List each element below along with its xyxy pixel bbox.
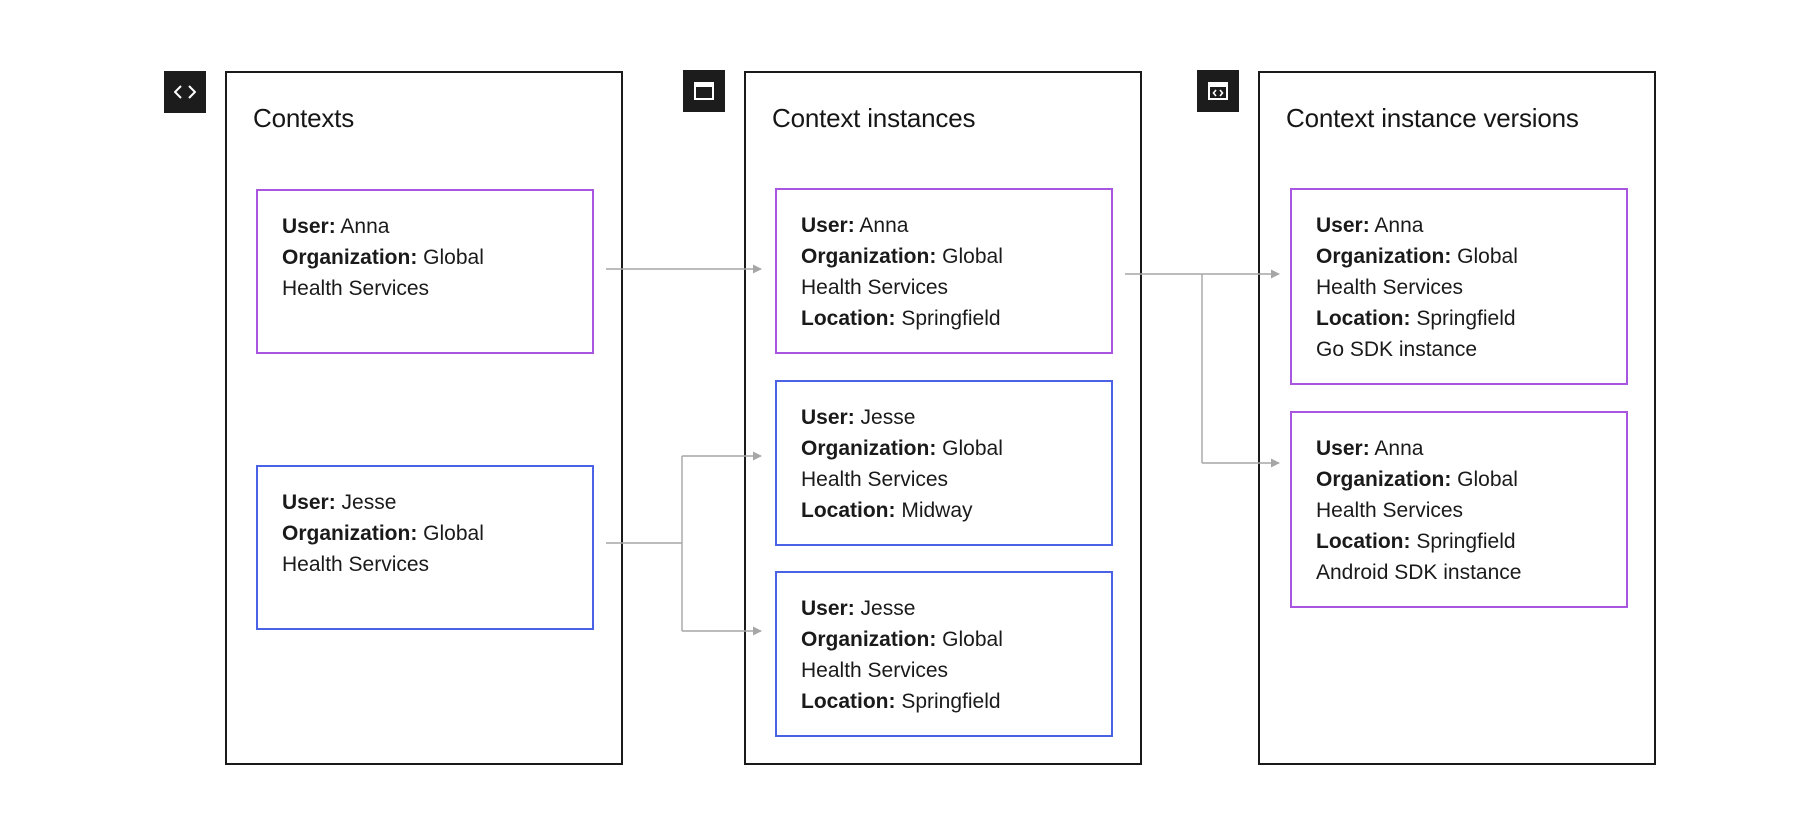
card-line: User: Jesse <box>282 487 568 518</box>
field-value: Health Services <box>801 468 949 491</box>
field-key: Organization: <box>1316 468 1452 491</box>
field-value: Anna <box>854 214 909 237</box>
card-line: Organization: Global <box>282 242 568 273</box>
field-value: Springfield <box>1410 307 1516 330</box>
field-value: Health Services <box>282 553 430 576</box>
card-line: User: Anna <box>1316 433 1602 464</box>
field-key: User: <box>801 597 855 620</box>
field-key: Organization: <box>282 522 418 545</box>
card-line: Organization: Global <box>801 433 1087 464</box>
card-line: Health Services <box>801 655 1087 686</box>
field-key: User: <box>282 215 336 238</box>
field-value: Jesse <box>854 406 916 429</box>
field-key: User: <box>801 406 855 429</box>
field-value: Global <box>1451 245 1518 268</box>
card-line: Health Services <box>1316 495 1602 526</box>
field-value: Springfield <box>1410 530 1516 553</box>
card-line: Health Services <box>801 272 1087 303</box>
window-icon <box>683 70 725 112</box>
field-key: Location: <box>801 690 896 713</box>
card-line: Health Services <box>282 549 568 580</box>
card-line: Location: Springfield <box>801 303 1087 334</box>
card-line: Location: Springfield <box>1316 303 1602 334</box>
card-line: Health Services <box>282 273 568 304</box>
field-value: Health Services <box>801 276 949 299</box>
field-value: Android SDK instance <box>1316 561 1522 584</box>
field-value: Midway <box>895 499 973 522</box>
code-icon <box>164 71 206 113</box>
card-line: Health Services <box>1316 272 1602 303</box>
card-line: Organization: Global <box>801 241 1087 272</box>
card-line: Organization: Global <box>1316 464 1602 495</box>
card-line: User: Anna <box>282 211 568 242</box>
panel-title: Context instance versions <box>1286 103 1579 133</box>
field-key: Location: <box>1316 307 1411 330</box>
field-key: User: <box>801 214 855 237</box>
field-key: User: <box>282 491 336 514</box>
field-key: Organization: <box>801 628 937 651</box>
field-value: Global <box>417 522 484 545</box>
field-value: Global <box>417 246 484 269</box>
field-value: Springfield <box>895 690 1001 713</box>
card-line: User: Anna <box>801 210 1087 241</box>
card-line: Organization: Global <box>801 624 1087 655</box>
field-key: Location: <box>801 499 896 522</box>
field-key: Organization: <box>801 437 937 460</box>
field-value: Jesse <box>854 597 916 620</box>
field-value: Anna <box>335 215 390 238</box>
card-line: Go SDK instance <box>1316 334 1602 365</box>
field-value: Global <box>936 628 1003 651</box>
field-key: User: <box>1316 437 1370 460</box>
card-line: Health Services <box>801 464 1087 495</box>
field-key: Organization: <box>801 245 937 268</box>
field-value: Global <box>936 437 1003 460</box>
panel-title: Context instances <box>772 103 976 133</box>
card-line: Location: Midway <box>801 495 1087 526</box>
field-key: Organization: <box>282 246 418 269</box>
card-line: Android SDK instance <box>1316 557 1602 588</box>
card-line: User: Jesse <box>801 593 1087 624</box>
card-line: Location: Springfield <box>801 686 1087 717</box>
field-value: Anna <box>1369 214 1424 237</box>
field-key: User: <box>1316 214 1370 237</box>
field-value: Go SDK instance <box>1316 338 1478 361</box>
field-key: Organization: <box>1316 245 1452 268</box>
card-line: Organization: Global <box>1316 241 1602 272</box>
code-window-icon <box>1197 70 1239 112</box>
panel-title: Contexts <box>253 103 355 133</box>
card-line: User: Anna <box>1316 210 1602 241</box>
card-line: User: Jesse <box>801 402 1087 433</box>
card-line: Organization: Global <box>282 518 568 549</box>
field-value: Springfield <box>895 307 1001 330</box>
field-value: Health Services <box>1316 499 1464 522</box>
field-value: Health Services <box>282 277 430 300</box>
contexts-panel: Contexts <box>225 71 623 765</box>
card-line: Location: Springfield <box>1316 526 1602 557</box>
field-value: Global <box>936 245 1003 268</box>
field-value: Anna <box>1369 437 1424 460</box>
field-value: Health Services <box>801 659 949 682</box>
field-key: Location: <box>1316 530 1411 553</box>
field-value: Jesse <box>335 491 397 514</box>
field-key: Location: <box>801 307 896 330</box>
field-value: Global <box>1451 468 1518 491</box>
field-value: Health Services <box>1316 276 1464 299</box>
